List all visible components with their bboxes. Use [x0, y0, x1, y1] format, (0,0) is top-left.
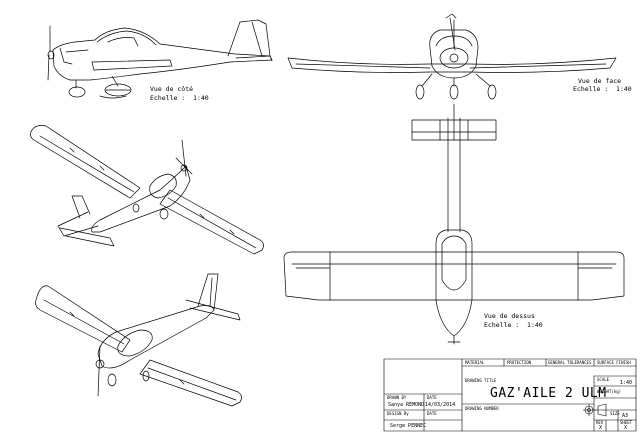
side-view-title: Vue de côté — [150, 85, 194, 93]
design-by-name: Serge PENNEC — [390, 423, 427, 429]
top-view-title: Vue de dessus — [484, 312, 535, 320]
rev-label: REV — [596, 420, 604, 425]
date-value: 14/03/2014 — [425, 402, 456, 408]
size-label: SIZE — [610, 411, 620, 416]
sheet-value: X — [624, 425, 628, 431]
weight-label: WEIGHT(kg) — [597, 389, 622, 394]
date-label: DATE — [427, 395, 437, 400]
drawn-by-name: Sanya REMOND — [388, 402, 425, 408]
front-view-drawing — [287, 13, 617, 100]
scale-value: 1:40 — [620, 380, 633, 386]
top-view-scale: Echelle : 1:40 — [484, 321, 543, 329]
isometric-view-top-drawing — [30, 125, 264, 255]
drawing-title: GAZ'AILE 2 ULM — [490, 386, 607, 401]
size-value: A3 — [622, 413, 629, 419]
side-view-drawing — [47, 19, 273, 99]
protection-label: PROTECTION — [507, 360, 532, 365]
isometric-view-bottom-drawing — [35, 273, 242, 407]
drawing-number-label: DRAWING NUMBER — [465, 406, 499, 411]
drawn-by-label: DRAWN BY — [387, 395, 407, 400]
design-date-label: DATE — [427, 411, 437, 416]
top-view-drawing — [283, 103, 625, 345]
design-by-label: DESIGN By — [387, 411, 409, 416]
rev-value: X — [599, 425, 603, 431]
projection-symbol — [582, 403, 607, 417]
side-view-scale: Echelle : 1:40 — [150, 94, 209, 102]
front-view-title: Vue de face — [578, 77, 622, 85]
scale-label: SCALE — [597, 377, 610, 382]
tolerances-label: GENERAL TOLERANCES — [548, 360, 592, 365]
drawing-title-label: DRAWING TITLE — [465, 378, 497, 383]
surface-finish-label: SURFACE FINISH — [597, 360, 631, 365]
sheet-label: SHEET — [620, 420, 633, 425]
front-view-scale: Echelle : 1:40 — [573, 85, 632, 93]
title-block-frame — [383, 358, 637, 432]
material-label: MATERIAL — [465, 360, 485, 365]
